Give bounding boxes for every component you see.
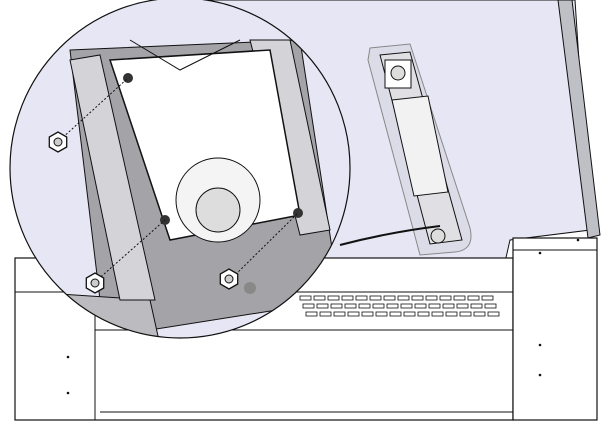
vent-slot (431, 311, 444, 317)
vent-slot (400, 303, 413, 309)
vent-slot (361, 311, 374, 317)
vent-slot (316, 303, 329, 309)
mounting-bracket-icon (379, 51, 463, 245)
vent-slot (299, 295, 312, 301)
vent-slot (473, 311, 486, 317)
vent-slot (327, 295, 340, 301)
vent-slot (386, 303, 399, 309)
vent-slot (341, 295, 354, 301)
vent-slot (453, 295, 466, 301)
vent-slot (487, 311, 500, 317)
hex-nut-icon (48, 131, 68, 153)
vent-slot (358, 303, 371, 309)
vent-slot (414, 303, 427, 309)
vent-slot (355, 295, 368, 301)
vent-slot (383, 295, 396, 301)
vent-slot (428, 303, 441, 309)
vent-slot (442, 303, 455, 309)
vent-slot (375, 311, 388, 317)
vent-slot (333, 311, 346, 317)
screw-icon (293, 208, 303, 218)
vent-slot (467, 295, 480, 301)
vent-slot (302, 303, 315, 309)
vent-slot (481, 295, 494, 301)
vent-slot (411, 295, 424, 301)
vent-slot (397, 295, 410, 301)
vent-slot (319, 311, 332, 317)
vent-slot (445, 311, 458, 317)
vent-slot (305, 311, 318, 317)
vent-slot (347, 311, 360, 317)
vent-slot (470, 303, 483, 309)
vent-slot (344, 303, 357, 309)
vent-slot (456, 303, 469, 309)
vent-slot (369, 295, 382, 301)
vent-slot (417, 311, 430, 317)
vent-slot (425, 295, 438, 301)
vent-slot (403, 311, 416, 317)
frame-edge (557, 0, 601, 239)
vent-slot (439, 295, 452, 301)
cable (339, 225, 441, 246)
vent-slot (459, 311, 472, 317)
vent-slot (372, 303, 385, 309)
hex-nut-icon (219, 268, 239, 290)
vent-grille (299, 295, 500, 317)
vent-slot (313, 295, 326, 301)
vent-slot (389, 311, 402, 317)
screw-icon (244, 282, 256, 294)
hex-nut-icon (85, 272, 105, 294)
vent-slot (330, 303, 343, 309)
vent-slot (484, 303, 497, 309)
side-cabinet (512, 237, 598, 421)
